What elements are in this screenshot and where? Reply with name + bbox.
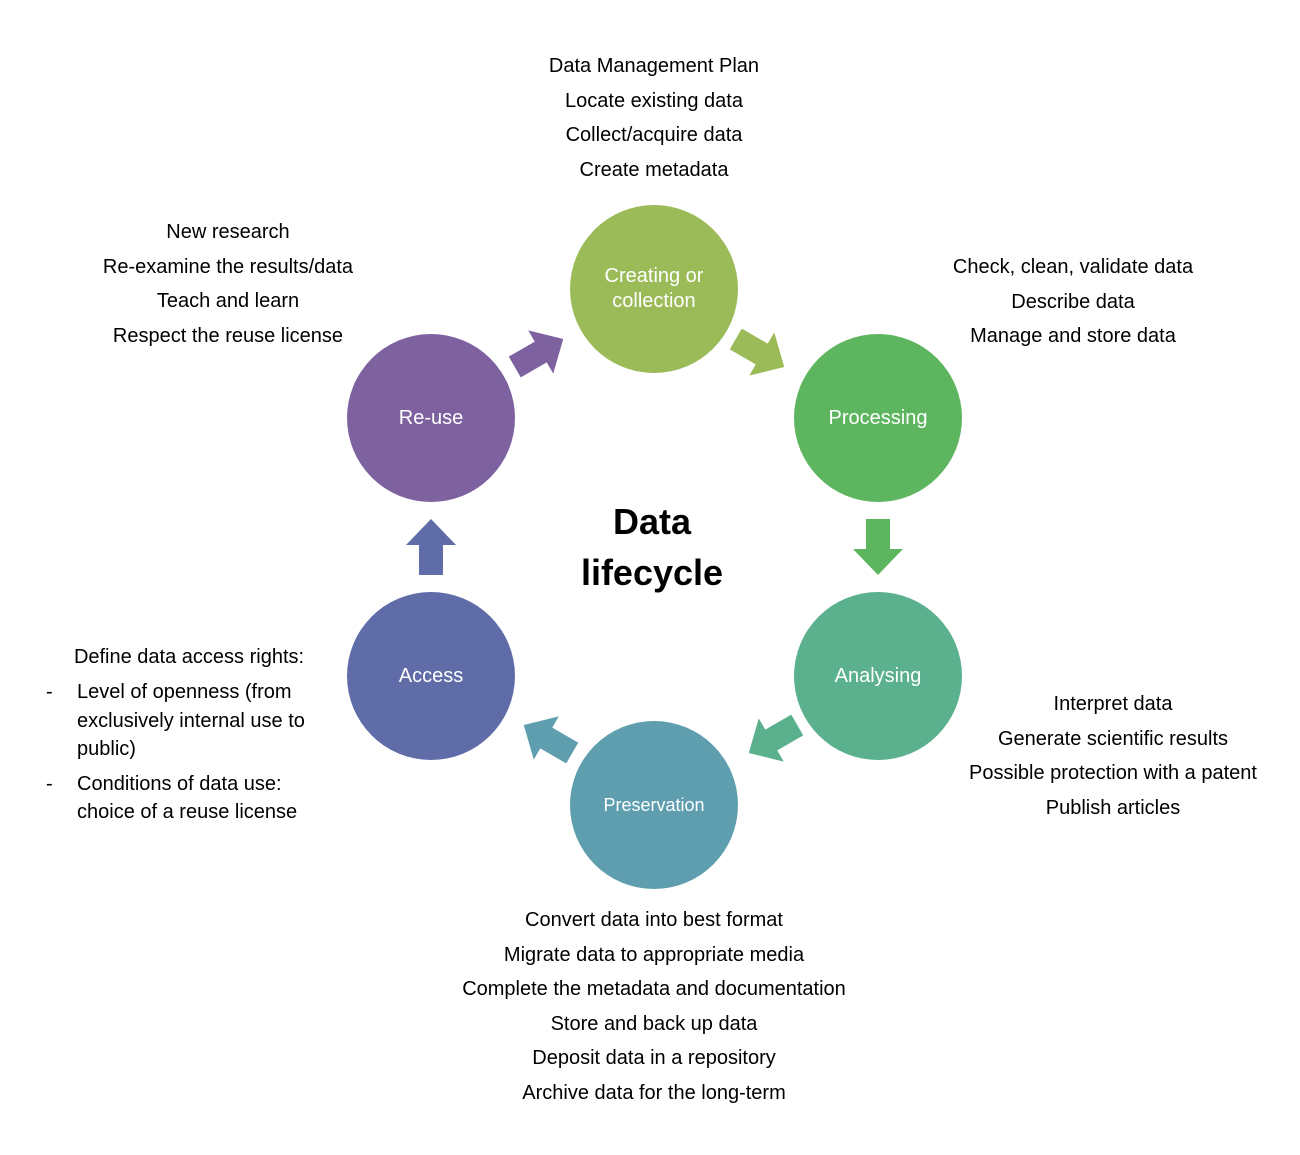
arrow-icon bbox=[853, 519, 903, 575]
note-item: Respect the reuse license bbox=[112, 324, 344, 347]
stage-circle-analysing: Analysing bbox=[794, 592, 962, 760]
stage-label-analysing: Analysing bbox=[834, 664, 922, 687]
note-item: Teach and learn bbox=[156, 290, 300, 312]
arrow-icon bbox=[748, 714, 804, 762]
stage-label-reuse: Re-use bbox=[398, 406, 464, 429]
stage-label-processing: Processing bbox=[828, 406, 928, 429]
note-item: Re-examine the results/data bbox=[102, 255, 354, 278]
bullet-text: Level of openness (from exclusively inte… bbox=[77, 681, 305, 760]
arrow-icon bbox=[523, 716, 579, 764]
note-item: Locate existing data bbox=[565, 89, 743, 112]
stage-label-access: Access bbox=[398, 664, 464, 687]
arrow-icon bbox=[729, 328, 785, 376]
notes-access: Define data access rights: - Level of op… bbox=[44, 640, 344, 827]
note-item: Complete the metadata and documentation bbox=[462, 978, 846, 1000]
note-item: Deposit data in a repository bbox=[532, 1047, 776, 1069]
arrow-preservation-to-access bbox=[511, 703, 584, 774]
stage-label-preservation: Preservation bbox=[603, 794, 705, 815]
note-item: Collect/acquire data bbox=[565, 124, 743, 146]
notes-analysing: Interpret data Generate scientific resul… bbox=[943, 687, 1283, 825]
note-item: Migrate data to appropriate media bbox=[503, 943, 805, 966]
note-item: Publish articles bbox=[1045, 796, 1181, 819]
note-item: Archive data for the long-term bbox=[522, 1081, 786, 1104]
arrow-access-to-reuse bbox=[406, 519, 456, 575]
diagram-title-line-2: lifecycle bbox=[580, 552, 724, 593]
note-item: Describe data bbox=[1011, 290, 1135, 313]
arrow-analysing-to-preservation bbox=[736, 703, 809, 774]
diagram-title-line-1: Data bbox=[612, 501, 692, 542]
note-item: Create metadata bbox=[579, 158, 729, 181]
note-item: Manage and store data bbox=[970, 325, 1176, 347]
bullet-text: Conditions of data use: choice of a reus… bbox=[77, 772, 298, 824]
bullet-dash: - bbox=[46, 681, 53, 703]
stage-circle-processing: Processing bbox=[794, 334, 962, 502]
arrow-processing-to-analysing bbox=[853, 519, 903, 575]
arrow-reuse-to-creating bbox=[502, 317, 575, 388]
access-bullet: - Conditions of data use: choice of a re… bbox=[44, 770, 344, 827]
notes-processing: Check, clean, validate data Describe dat… bbox=[923, 250, 1223, 354]
note-item: Interpret data bbox=[1053, 693, 1173, 715]
arrow-icon bbox=[508, 330, 564, 378]
arrow-creating-to-processing bbox=[723, 317, 796, 388]
stage-circle-preservation: Preservation bbox=[570, 721, 738, 889]
note-item: Check, clean, validate data bbox=[952, 256, 1194, 278]
note-item: Convert data into best format bbox=[525, 909, 783, 931]
note-item: Store and back up data bbox=[550, 1012, 758, 1035]
access-bullet: - Level of openness (from exclusively in… bbox=[44, 678, 344, 764]
bullet-dash: - bbox=[46, 772, 53, 795]
stage-label-creating: Creating or collection bbox=[604, 265, 704, 312]
notes-reuse: New research Re-examine the results/data… bbox=[78, 215, 378, 353]
stage-circle-access: Access bbox=[347, 592, 515, 760]
note-item: Possible protection with a patent bbox=[969, 762, 1257, 784]
note-item: New research bbox=[166, 221, 290, 243]
notes-creating: Data Management Plan Locate existing dat… bbox=[504, 49, 804, 187]
arrow-icon bbox=[406, 519, 456, 575]
access-notes-heading: Define data access rights: bbox=[73, 646, 305, 668]
stage-circle-reuse: Re-use bbox=[347, 334, 515, 502]
notes-preservation: Convert data into best format Migrate da… bbox=[429, 903, 879, 1110]
note-item: Generate scientific results bbox=[997, 727, 1229, 750]
note-item: Data Management Plan bbox=[548, 55, 760, 77]
diagram-title: Data lifecycle bbox=[552, 496, 752, 598]
stage-circle-creating: Creating or collection bbox=[570, 205, 738, 373]
